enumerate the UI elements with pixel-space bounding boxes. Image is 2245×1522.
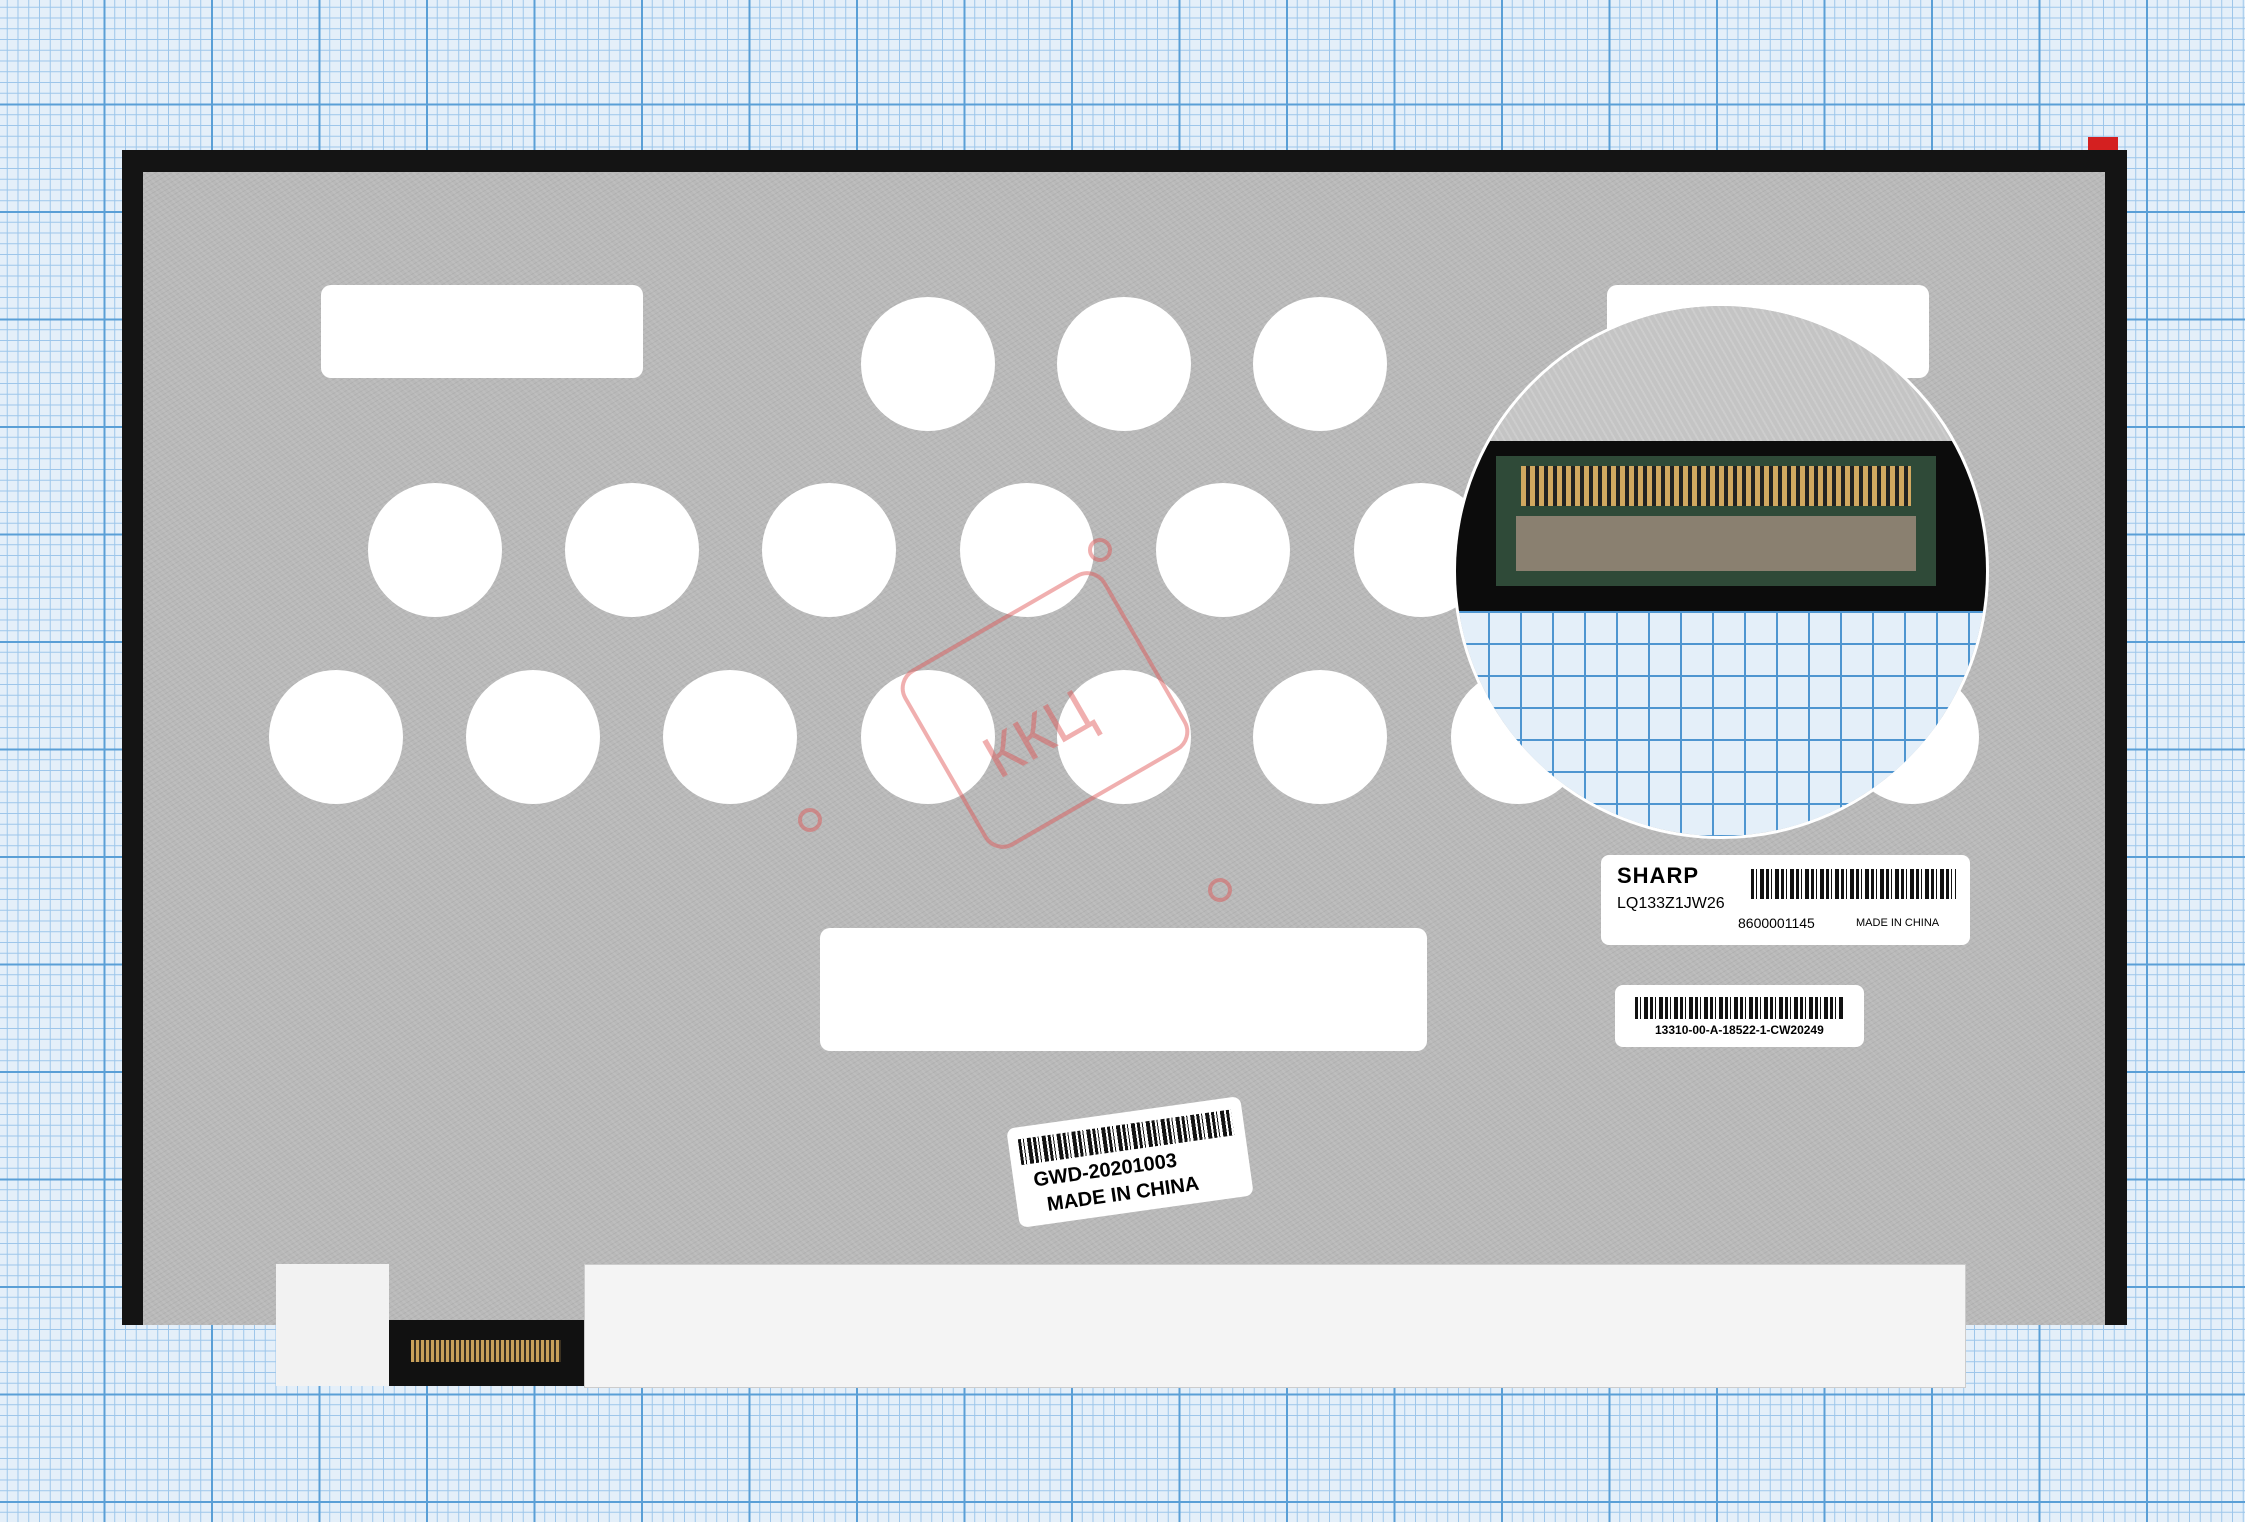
barcode bbox=[1751, 869, 1956, 899]
cutout-rect-bottom bbox=[820, 928, 1427, 1051]
serial-code: 13310-00-A-18522-1-CW20249 bbox=[1655, 1023, 1824, 1037]
model-number: LQ133Z1JW26 bbox=[1617, 895, 1725, 912]
serial-label: 13310-00-A-18522-1-CW20249 bbox=[1615, 985, 1864, 1047]
cutout-hole bbox=[861, 670, 995, 804]
brand-logo: SHARP bbox=[1617, 863, 1700, 888]
panel-tab bbox=[2088, 137, 2118, 151]
driver-board-strip bbox=[584, 1264, 1966, 1388]
cutout-hole bbox=[269, 670, 403, 804]
cutout-hole bbox=[663, 670, 797, 804]
watermark-logo: ККЦ bbox=[798, 538, 1232, 902]
cutout-hole bbox=[960, 483, 1094, 617]
part-number: 8600001145 bbox=[1738, 915, 1815, 931]
connector-magnifier-inset bbox=[1453, 303, 1989, 839]
cutout-rect-top-left bbox=[321, 285, 643, 378]
cutout-hole bbox=[1156, 483, 1290, 617]
origin-text: MADE IN CHINA bbox=[1856, 917, 1940, 929]
watermark-text: ККЦ bbox=[972, 676, 1104, 791]
cutout-hole bbox=[1057, 297, 1191, 431]
cutout-hole bbox=[762, 483, 896, 617]
cutout-hole bbox=[1253, 297, 1387, 431]
tape-left bbox=[276, 1264, 389, 1386]
sharp-label: SHARP LQ133Z1JW26 8600001145 MADE IN CHI… bbox=[1601, 855, 1970, 945]
cutout-hole bbox=[861, 297, 995, 431]
edp-connector bbox=[389, 1320, 584, 1386]
cutout-hole bbox=[565, 483, 699, 617]
barcode bbox=[1635, 997, 1845, 1019]
cutout-hole bbox=[1253, 670, 1387, 804]
cutout-hole bbox=[1057, 670, 1191, 804]
cutout-hole bbox=[466, 670, 600, 804]
cutout-hole bbox=[368, 483, 502, 617]
